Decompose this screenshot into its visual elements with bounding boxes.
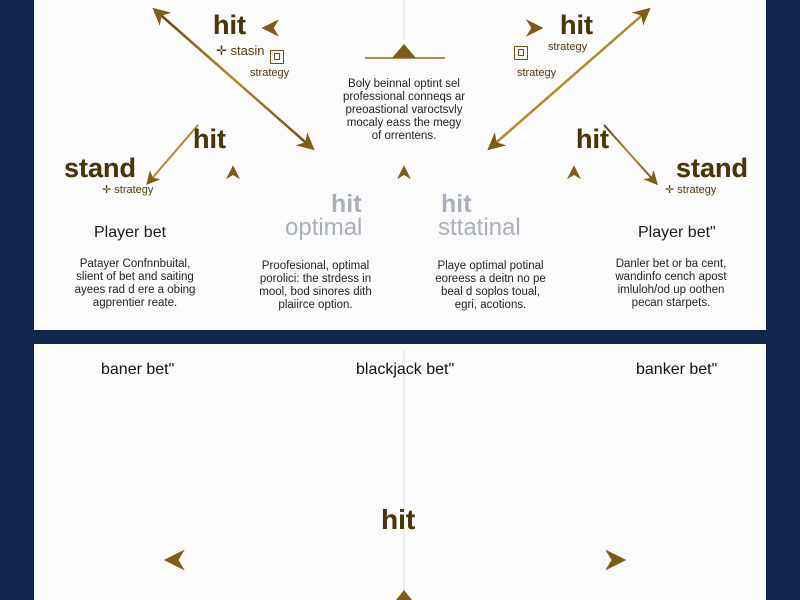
diagonal-arrow-right (487, 7, 651, 151)
center-line-1: Boly beinnal optint sel (348, 78, 460, 90)
ghost-optimal: optimal (285, 214, 363, 241)
strategy-label-top-left: strategy (250, 67, 290, 79)
arrow-to-stand-right (603, 124, 658, 186)
hit-label-bottom: hit (381, 504, 416, 535)
strategy-icon-right (514, 46, 528, 60)
crosshair-icon: ✛ (216, 43, 227, 58)
ghost-hit-left: hit (331, 190, 362, 218)
col4-line-2: wandinfo cench apost (615, 271, 727, 283)
hit-label-top-left: hit (213, 10, 246, 40)
col2-line-4: plaiirce option. (278, 299, 353, 311)
arrow-to-stand-left (146, 124, 199, 186)
strategy-left-text: strategy (114, 184, 154, 196)
center-line-2: professional conneqs ar (342, 91, 466, 103)
banker-bet-left: baner bet" (101, 361, 175, 378)
col1-line-1: Patayer Confnnbuital, (79, 258, 191, 270)
center-line-3: preoastional varoctsvly (345, 104, 463, 116)
banker-bet-right: banker bet" (636, 361, 718, 378)
strategy-label-top-right-a: strategy (548, 41, 588, 53)
blackjack-bet: blackjack bet" (356, 361, 455, 378)
col1-description: Patayer Confnnbuital, slient of bet and … (60, 258, 210, 310)
col2-line-3: mool, bod sinores dith (259, 286, 372, 298)
hit-label-mid-right: hit (576, 124, 609, 154)
crosshair-icon: ✛ (665, 184, 675, 196)
top-center-marker (392, 44, 416, 58)
col3-line-1: Playe optimal potinal (437, 260, 544, 272)
strategy-right: ✛ strategy (665, 185, 716, 196)
stasin-label: ✛ stasin (216, 44, 265, 57)
col3-line-2: eoreess a deitn no pe (435, 273, 546, 285)
hit-label-top-right: hit (560, 10, 593, 40)
col4-description: Danler bet or ba cent, wandinfo cench ap… (596, 258, 746, 310)
strategy-label-top-right-b: strategy (517, 67, 557, 79)
center-line-4: mocaly eass the megy (346, 117, 462, 129)
ghost-sttatinal: sttatinal (438, 214, 521, 241)
col4-line-3: imluloh/od up oothen (617, 284, 725, 296)
col3-description: Playe optimal potinal eoreess a deitn no… (418, 260, 563, 312)
ghost-hit-right: hit (441, 190, 472, 218)
col2-line-1: Proofesional, optimal (261, 260, 370, 272)
col1-line-4: agprentier reate. (92, 297, 178, 309)
center-description: Boly beinnal optint sel professional con… (334, 78, 474, 143)
center-line-5: of orrentens. (371, 130, 437, 142)
stasin-text: stasin (230, 43, 265, 58)
bottom-center-marker (396, 590, 412, 600)
col2-line-2: porolici: the strdess in (259, 273, 372, 285)
diagonal-arrow-left (152, 7, 315, 151)
col2-description: Proofesional, optimal porolici: the strd… (243, 260, 388, 312)
player-bet-title-left: Player bet (94, 224, 167, 241)
strategy-right-text: strategy (677, 184, 717, 196)
col4-line-1: Danler bet or ba cent, (615, 258, 727, 270)
crosshair-icon: ✛ (102, 184, 112, 196)
col3-line-4: egri, acotions. (454, 299, 527, 311)
player-bet-title-right: Player bet" (638, 224, 716, 241)
stand-label-right: stand (676, 153, 749, 183)
strategy-icon-left (270, 50, 284, 64)
col1-line-2: slient of bet and saiting (76, 271, 194, 283)
strategy-left: ✛ strategy (102, 185, 153, 196)
col3-line-3: beal d soplos toual, (440, 286, 541, 298)
stand-label-left: stand (64, 153, 137, 183)
hit-label-mid-left: hit (193, 124, 226, 154)
col4-line-4: pecan starpets. (631, 297, 711, 309)
col1-line-3: ayees rad d ere a obing (74, 284, 196, 296)
